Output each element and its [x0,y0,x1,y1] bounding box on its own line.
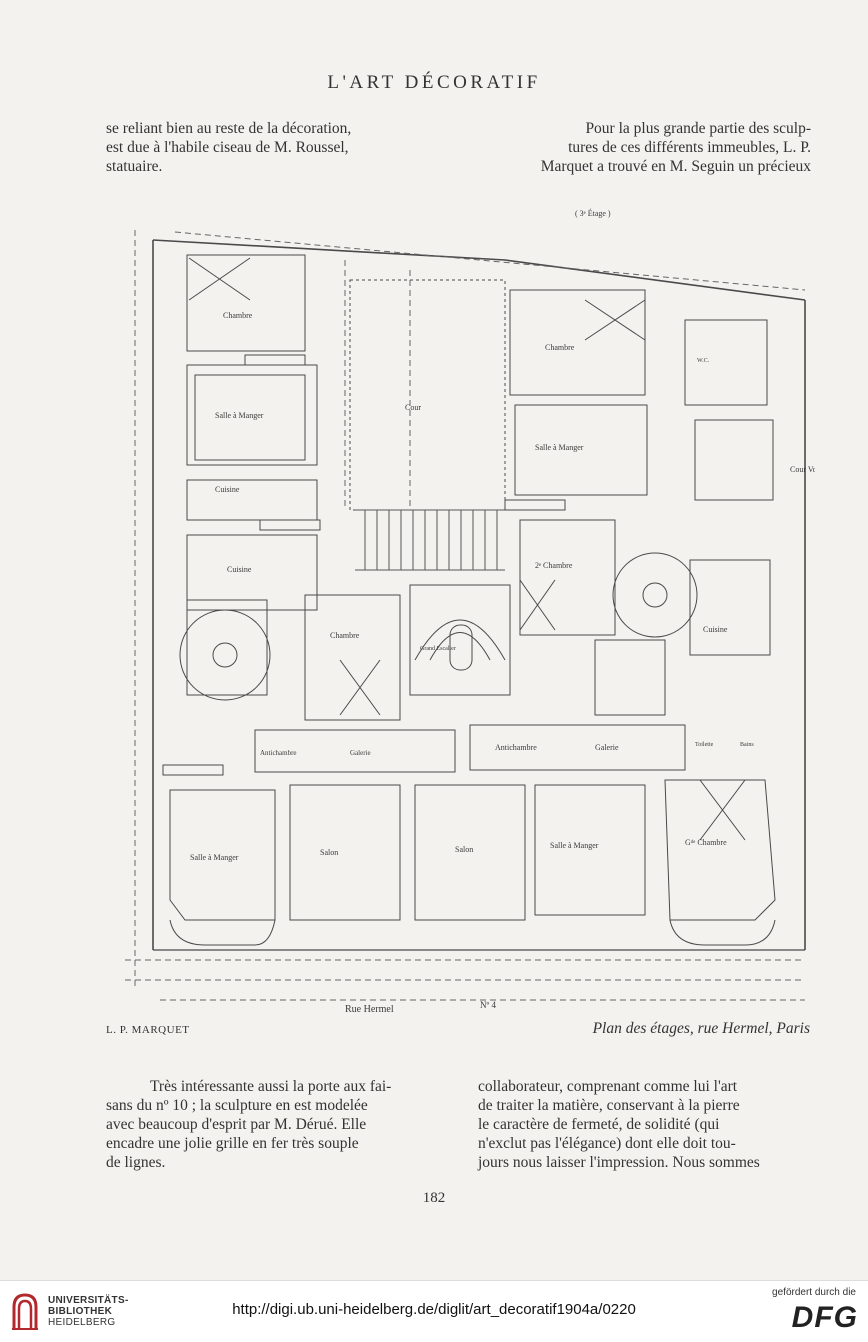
plan-author: L. P. MARQUET [106,1024,190,1036]
plan-caption: Plan des étages, rue Hermel, Paris [592,1020,810,1037]
text-line: avec beaucoup d'esprit par M. Dérué. Ell… [106,1116,367,1133]
text-line: Très intéressante aussi la porte aux fai… [150,1078,392,1095]
bottom-left-column: Très intéressante aussi la porte aux fai… [106,1077,461,1172]
room-label: Salle à Manger [190,853,239,862]
top-left-column: se reliant bien au reste de la décoratio… [106,119,461,176]
room-label: Cuisine [227,565,252,574]
floor-label: ( 3ᵉ Étage ) [575,208,611,218]
room-label: Antichambre [260,749,297,757]
room-label: Galerie [595,743,619,752]
text-line: n'exclut pas l'élégance) dont elle doit … [478,1135,736,1152]
text-line: le caractère de fermeté, de solidité (qu… [478,1116,720,1133]
room-label: Cuisine [703,625,728,634]
street-label: Rue Hermel [345,1004,394,1015]
room-label: Cuisine [215,485,240,494]
top-right-column: Pour la plus grande partie des sculp- tu… [478,119,811,176]
text-line: collaborateur, comprenant comme lui l'ar… [478,1078,738,1095]
room-label: Galerie [350,749,371,757]
room-label: Chambre [330,631,360,640]
room-label: Toilette [695,742,714,748]
footer-bar: UNIVERSITÄTS- BIBLIOTHEK HEIDELBERG http… [0,1280,868,1342]
text-line: de traiter la matière, conservant à la p… [478,1097,740,1114]
room-label: Chambre [545,343,575,352]
text-line: statuaire. [106,158,163,175]
dfg-logo[interactable]: DFG [791,1301,858,1334]
page-number: 182 [422,1190,446,1206]
text-line: sans du nº 10 ; la sculpture en est mode… [106,1097,368,1114]
funding-label: gefördert durch die [772,1287,856,1298]
room-label: 2ᵉ Chambre [535,561,573,570]
text-line: Marquet a trouvé en M. Seguin un précieu… [540,158,811,175]
text-line: de lignes. [106,1154,166,1171]
running-header: L'ART DÉCORATIF [327,72,541,93]
room-label: Gᵈᵉ Chambre [685,838,727,847]
text-line: est due à l'habile ciseau de M. Roussel, [106,139,349,156]
text-line: encadre une jolie grille en fer très sou… [106,1135,359,1152]
room-label: Salle à Manger [550,841,599,850]
room-label: W.C. [697,358,710,364]
room-label: Salon [455,845,473,854]
room-label: Cour Voisine [790,465,815,474]
text-line: jours nous laisser l'impression. Nous so… [478,1154,760,1171]
room-label: Chambre [223,311,253,320]
text-line: Pour la plus grande partie des sculp- [585,120,811,137]
room-label: Salon [320,848,338,857]
street-number: Nº 4 [480,1000,497,1010]
room-label: Antichambre [495,743,537,752]
text-line: se reliant bien au reste de la décoratio… [106,120,352,137]
floor-plan: ( 3ᵉ Étage ) Chambre Salle à Manger Cour… [125,208,815,1015]
university-library-logo-icon[interactable] [8,1289,42,1333]
room-label: Salle à Manger [215,411,264,420]
room-label: Grand Escalier [420,646,456,652]
page: L'ART DÉCORATIF se reliant bien au reste… [106,72,815,1206]
library-name: UNIVERSITÄTS- BIBLIOTHEK HEIDELBERG [48,1295,129,1328]
bottom-right-column: collaborateur, comprenant comme lui l'ar… [478,1077,811,1172]
room-label: Cour [405,403,421,412]
room-label: Bains [740,742,754,748]
source-url-link[interactable]: http://digi.ub.uni-heidelberg.de/diglit/… [232,1301,636,1318]
text-line: tures de ces différents immeubles, L. P. [568,139,811,156]
room-label: Salle à Manger [535,443,584,452]
